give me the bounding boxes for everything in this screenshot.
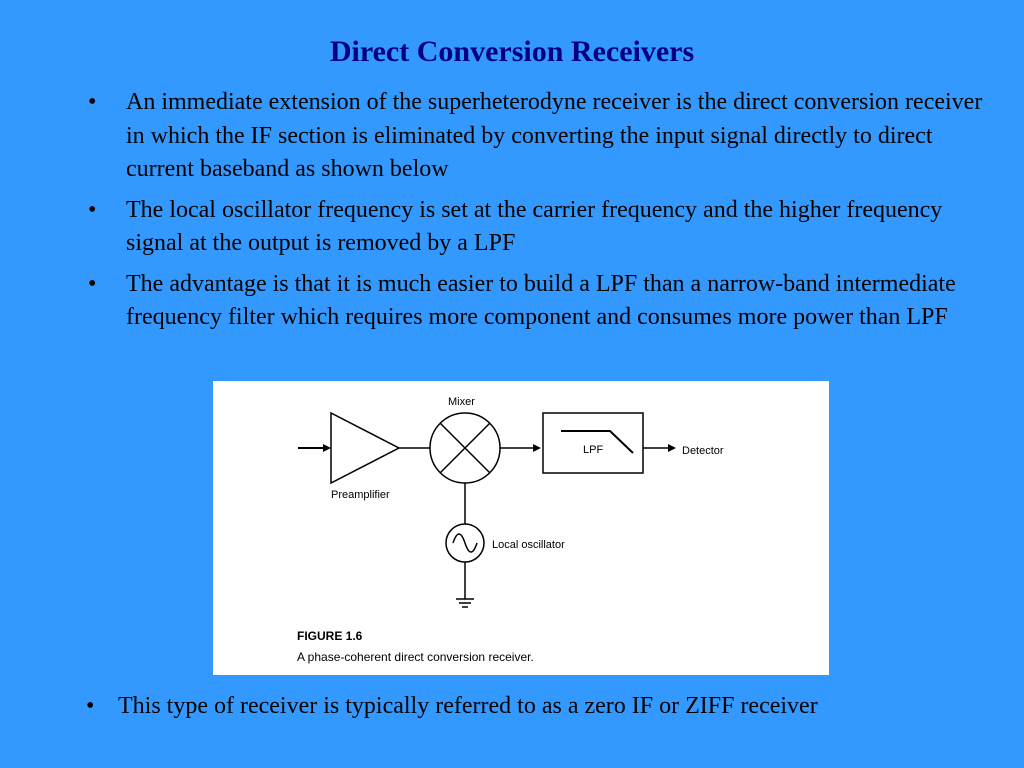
- lpf-label: LPF: [583, 444, 603, 456]
- slide-title: Direct Conversion Receivers: [329, 35, 695, 68]
- bullet-text: An immediate extension of the superheter…: [126, 89, 983, 182]
- lpf-box: [542, 412, 644, 474]
- preamplifier-label: Preamplifier: [331, 489, 390, 501]
- input-arrowhead: [323, 444, 331, 452]
- diagram-svg: Preamplifier Mixer LPF Detector Local os…: [297, 396, 724, 664]
- lpf-response-curve: [561, 430, 634, 454]
- detector-label: Detector: [682, 445, 724, 457]
- bullet-list: • An immediate extension of the superhet…: [86, 86, 986, 342]
- bullet-text: The advantage is that it is much easier …: [126, 270, 956, 331]
- local-oscillator-label: Local oscillator: [492, 539, 565, 551]
- receiver-block-diagram: Preamplifier Mixer LPF Detector Local os…: [213, 381, 829, 675]
- bullet-dot: •: [88, 89, 97, 115]
- bottom-bullet-text: This type of receiver is typically refer…: [118, 693, 818, 719]
- lpf-to-detector-arrowhead: [668, 444, 676, 452]
- figure-caption-title: FIGURE 1.6: [297, 629, 363, 643]
- bullet-dot: •: [88, 270, 97, 297]
- mixer-to-lpf-arrowhead: [533, 444, 541, 452]
- mixer-label: Mixer: [448, 396, 475, 408]
- bullet-dot: •: [86, 693, 95, 719]
- bullet-text: The local oscillator frequency is set at…: [126, 196, 943, 257]
- bullet-item: • An immediate extension of the superhet…: [86, 86, 986, 187]
- sine-wave-icon: [452, 533, 478, 553]
- bullet-dot: •: [88, 196, 97, 223]
- bullet-item: • The advantage is that it is much easie…: [86, 268, 986, 335]
- preamplifier-triangle: [330, 411, 401, 485]
- bottom-bullet: • This type of receiver is typically refe…: [86, 690, 986, 723]
- bullet-item: • The local oscillator frequency is set …: [86, 194, 986, 261]
- figure-caption-text: A phase-coherent direct conversion recei…: [297, 650, 534, 664]
- mixer-cross-b: [439, 422, 491, 474]
